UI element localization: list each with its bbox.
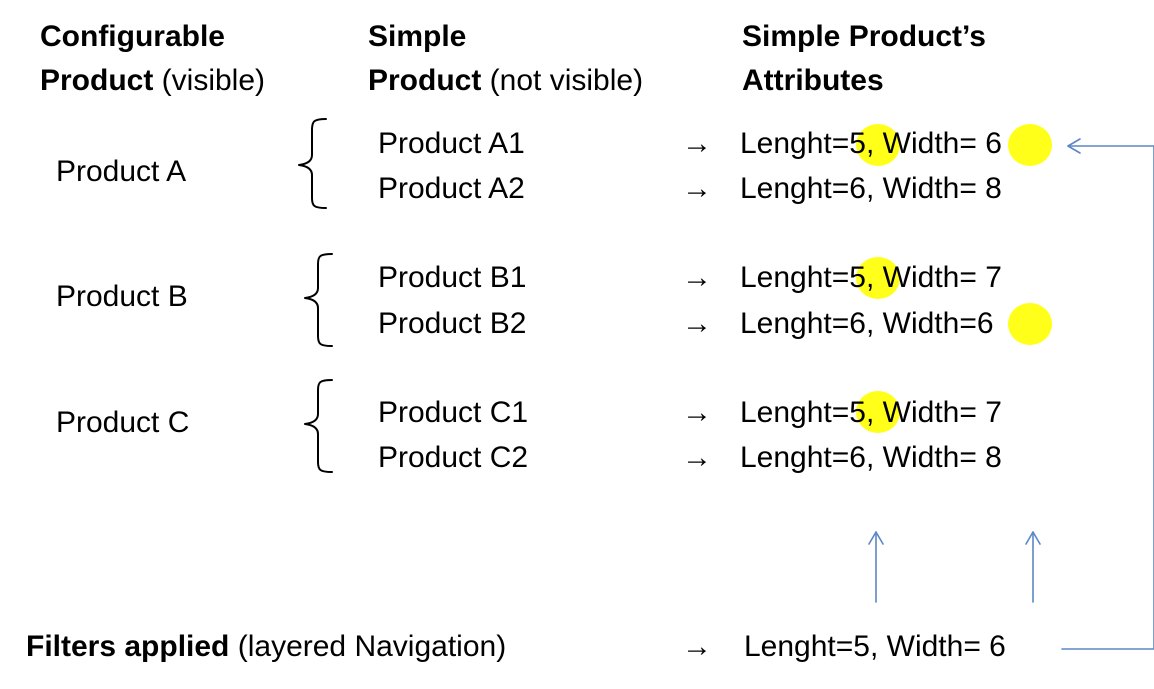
simple-product-b1: Product B1 bbox=[378, 261, 527, 294]
loop-connector bbox=[1061, 145, 1154, 650]
configurable-header-note: (visible) bbox=[153, 64, 266, 97]
simple-product-c1: Product C1 bbox=[378, 396, 529, 429]
length-label: Lenght= bbox=[740, 261, 850, 294]
attributes-b1: Lenght=5, Width= 7 bbox=[740, 263, 1002, 293]
simple-header-note: (not visible) bbox=[481, 64, 644, 97]
highlight-length-a1 bbox=[856, 124, 900, 166]
arrow-a2: → bbox=[682, 172, 712, 205]
attributes-header-line2: Attributes bbox=[742, 64, 884, 97]
arrow-c2: → bbox=[682, 441, 712, 474]
width-label: Width= bbox=[874, 396, 986, 429]
length-value: 5, bbox=[849, 261, 875, 294]
highlight-width-b2 bbox=[1008, 303, 1052, 345]
width-value: 7 bbox=[985, 396, 1002, 429]
configurable-product-c: Product C bbox=[56, 406, 190, 439]
brace-product-c bbox=[304, 379, 333, 473]
width-value: 6 bbox=[976, 307, 994, 340]
configurable-header-line2: Product (visible) bbox=[40, 66, 265, 96]
width-value: 6 bbox=[985, 127, 1002, 160]
simple-header-line2: Product (not visible) bbox=[368, 66, 643, 96]
length-label: Lenght= bbox=[740, 396, 850, 429]
filters-applied-label: Filters applied (layered Navigation) bbox=[26, 632, 506, 662]
length-value: 5, bbox=[849, 127, 875, 160]
filters-applied-bold: Filters applied bbox=[26, 630, 230, 663]
width-label: Width= bbox=[874, 261, 986, 294]
attributes-a2: Lenght=6, Width= 8 bbox=[740, 172, 1002, 205]
length-width-label: Lenght=6, Width= bbox=[740, 307, 977, 340]
arrow-a1: → bbox=[682, 127, 712, 160]
simple-header-bold: Product bbox=[368, 64, 482, 97]
filters-value: Lenght=5, Width= 6 bbox=[744, 630, 1006, 663]
highlight-width-a1 bbox=[1008, 124, 1052, 166]
filters-arrow: → bbox=[682, 630, 712, 663]
arrow-b2: → bbox=[682, 307, 712, 340]
configurable-header-line1: Configurable bbox=[40, 20, 225, 53]
up-arrow-length-head bbox=[868, 531, 884, 545]
loop-connector-head bbox=[1067, 138, 1081, 154]
brace-product-a bbox=[298, 118, 327, 209]
configurable-product-b: Product B bbox=[56, 280, 188, 313]
highlight-length-c1 bbox=[856, 391, 900, 433]
simple-header-line1: Simple bbox=[368, 20, 467, 53]
attributes-header-line1: Simple Product’s bbox=[742, 20, 986, 53]
simple-product-b2: Product B2 bbox=[378, 307, 527, 340]
configurable-product-a: Product A bbox=[56, 155, 187, 188]
length-label: Lenght= bbox=[740, 127, 850, 160]
attributes-a1: Lenght=5, Width= 6 bbox=[740, 129, 1002, 159]
attributes-c1: Lenght=5, Width= 7 bbox=[740, 398, 1002, 428]
configurable-header-bold: Product bbox=[40, 64, 154, 97]
simple-product-a1: Product A1 bbox=[378, 127, 525, 160]
attributes-b2: Lenght=6, Width=6 bbox=[740, 309, 994, 339]
brace-product-b bbox=[304, 253, 333, 347]
filters-applied-note: (layered Navigation) bbox=[229, 630, 507, 663]
arrow-b1: → bbox=[682, 261, 712, 294]
highlight-length-b1 bbox=[856, 257, 900, 299]
simple-product-a2: Product A2 bbox=[378, 172, 525, 205]
width-label: Width= bbox=[874, 127, 986, 160]
length-value: 5, bbox=[849, 396, 875, 429]
simple-product-c2: Product C2 bbox=[378, 441, 529, 474]
attributes-c2: Lenght=6, Width= 8 bbox=[740, 441, 1002, 474]
arrow-c1: → bbox=[682, 396, 712, 429]
up-arrow-width-head bbox=[1025, 531, 1041, 545]
width-value: 7 bbox=[985, 261, 1002, 294]
